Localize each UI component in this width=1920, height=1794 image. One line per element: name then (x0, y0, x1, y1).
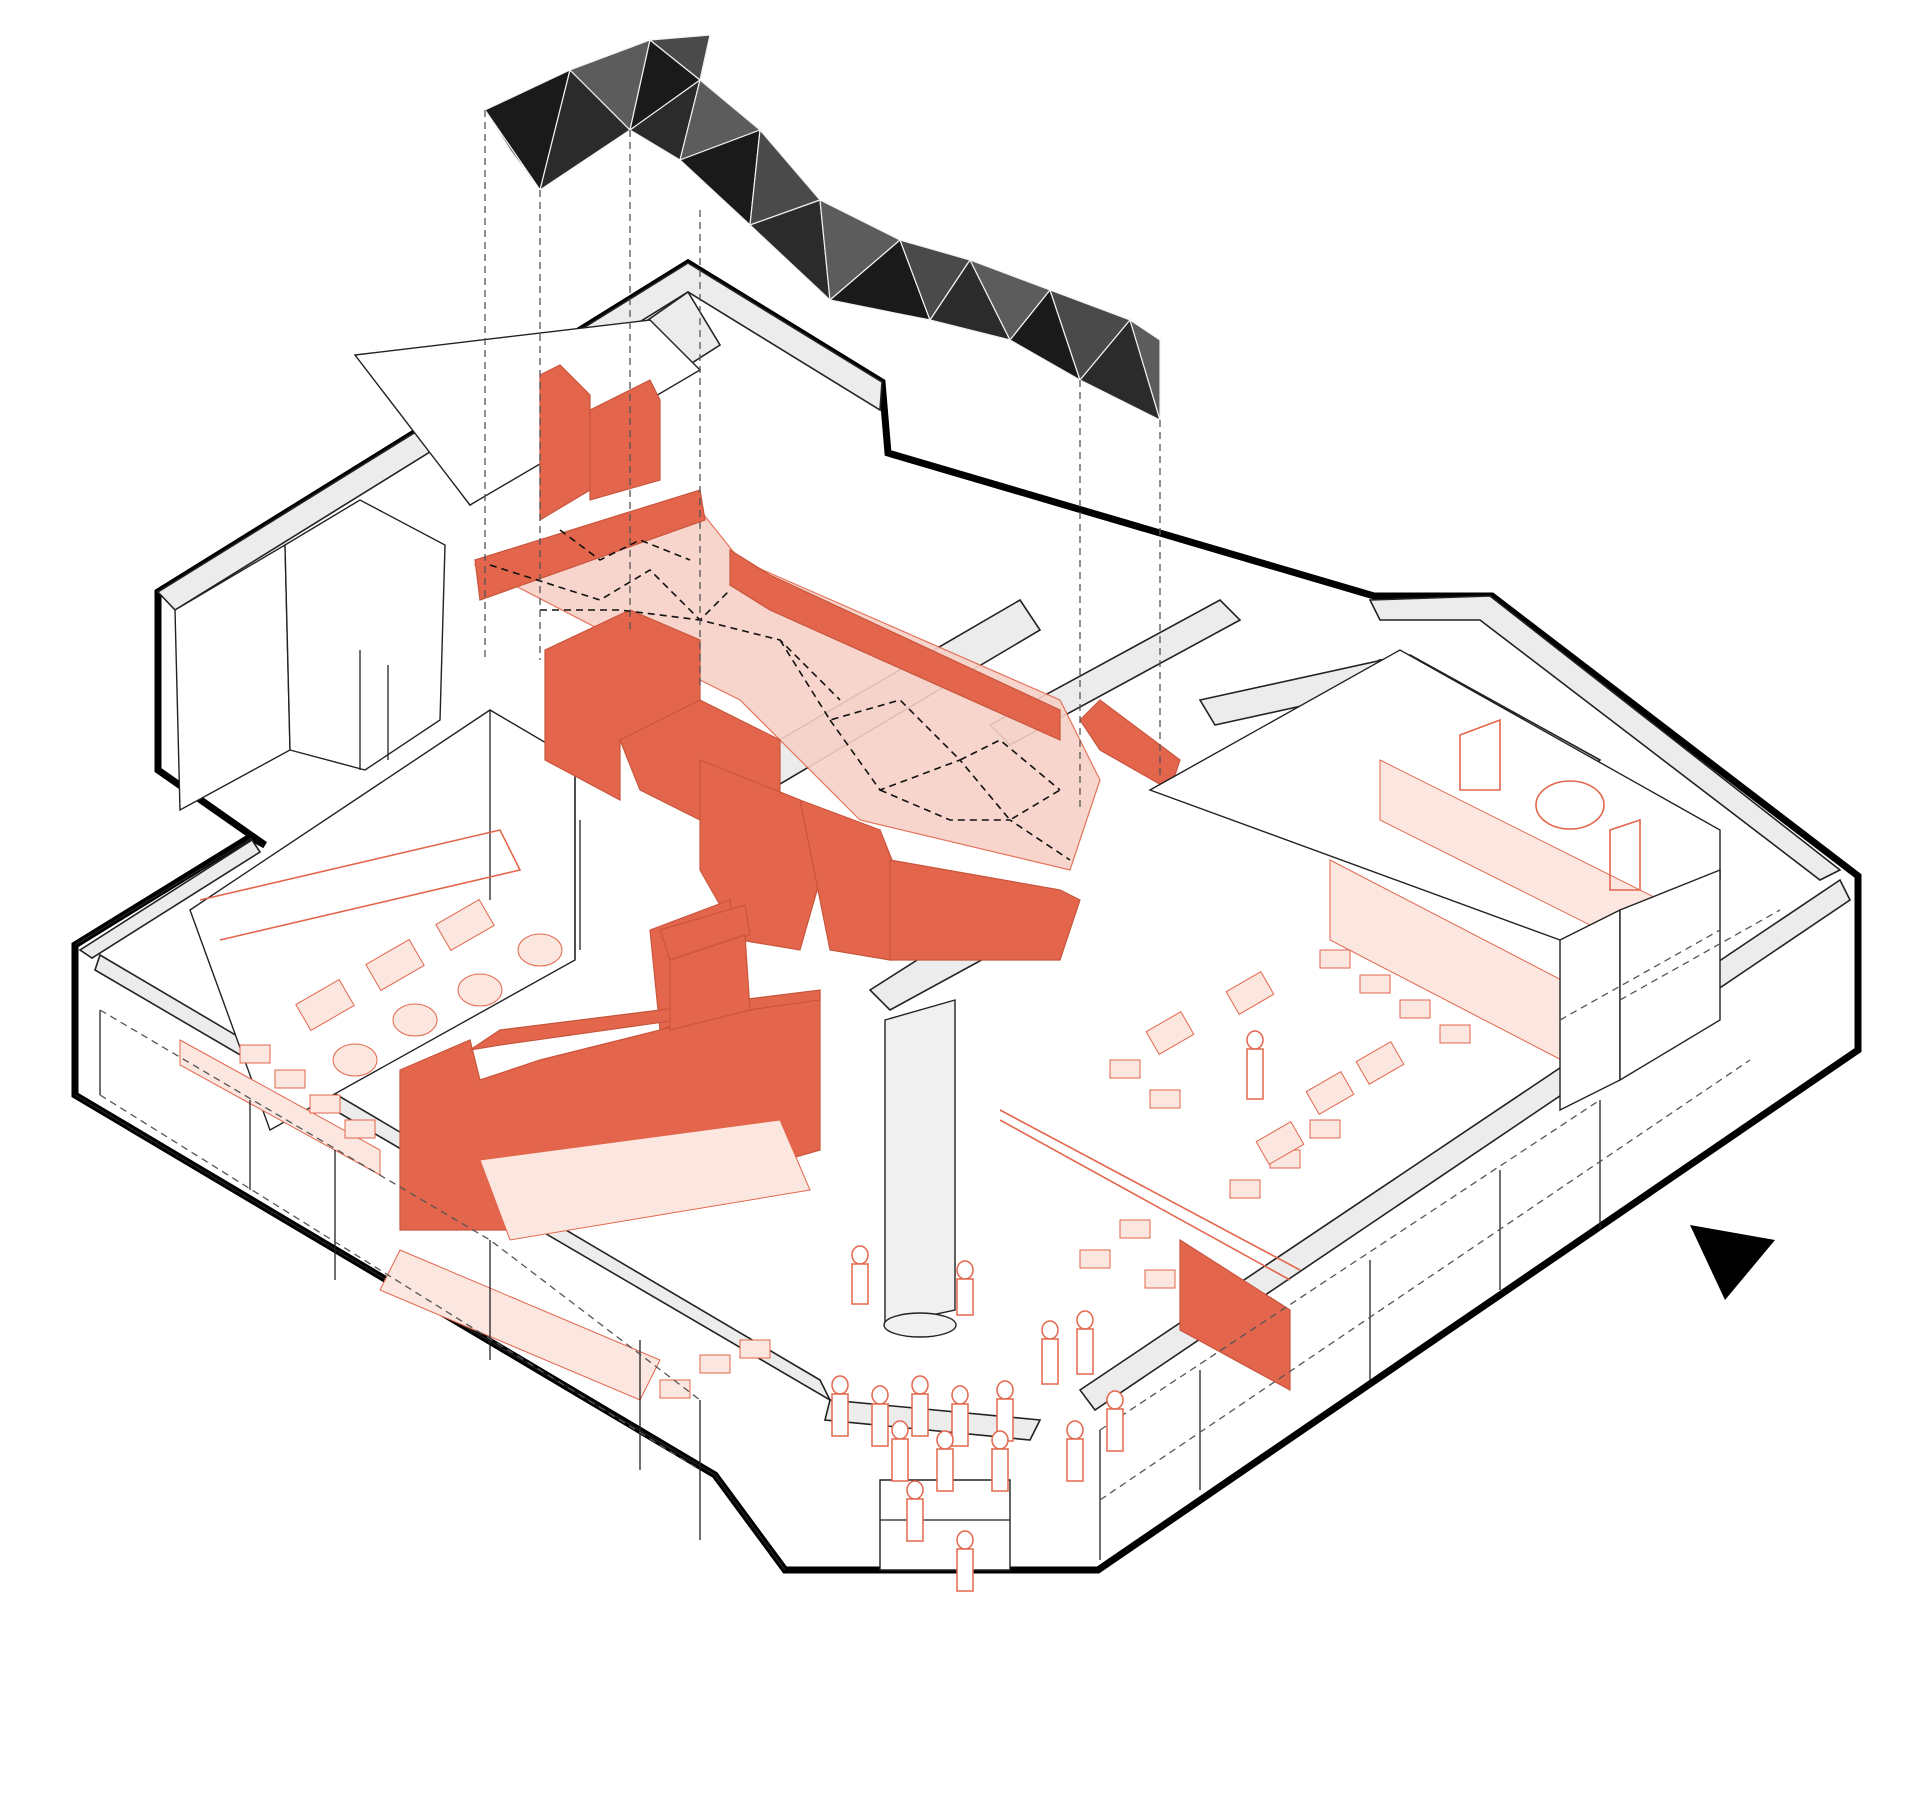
right-rooms (1148, 649, 1781, 1112)
lounge-furniture (199, 829, 563, 1077)
left-rooms (174, 319, 702, 1132)
high-tables (999, 971, 1405, 1392)
triangle-arrow-icon (1690, 1225, 1775, 1300)
people (831, 1030, 1264, 1592)
stools (239, 949, 1471, 1399)
facade-boxes (99, 1009, 1751, 1571)
folded-canopy (484, 34, 1161, 422)
projection-lines (484, 110, 1161, 810)
central-column (883, 999, 957, 1338)
